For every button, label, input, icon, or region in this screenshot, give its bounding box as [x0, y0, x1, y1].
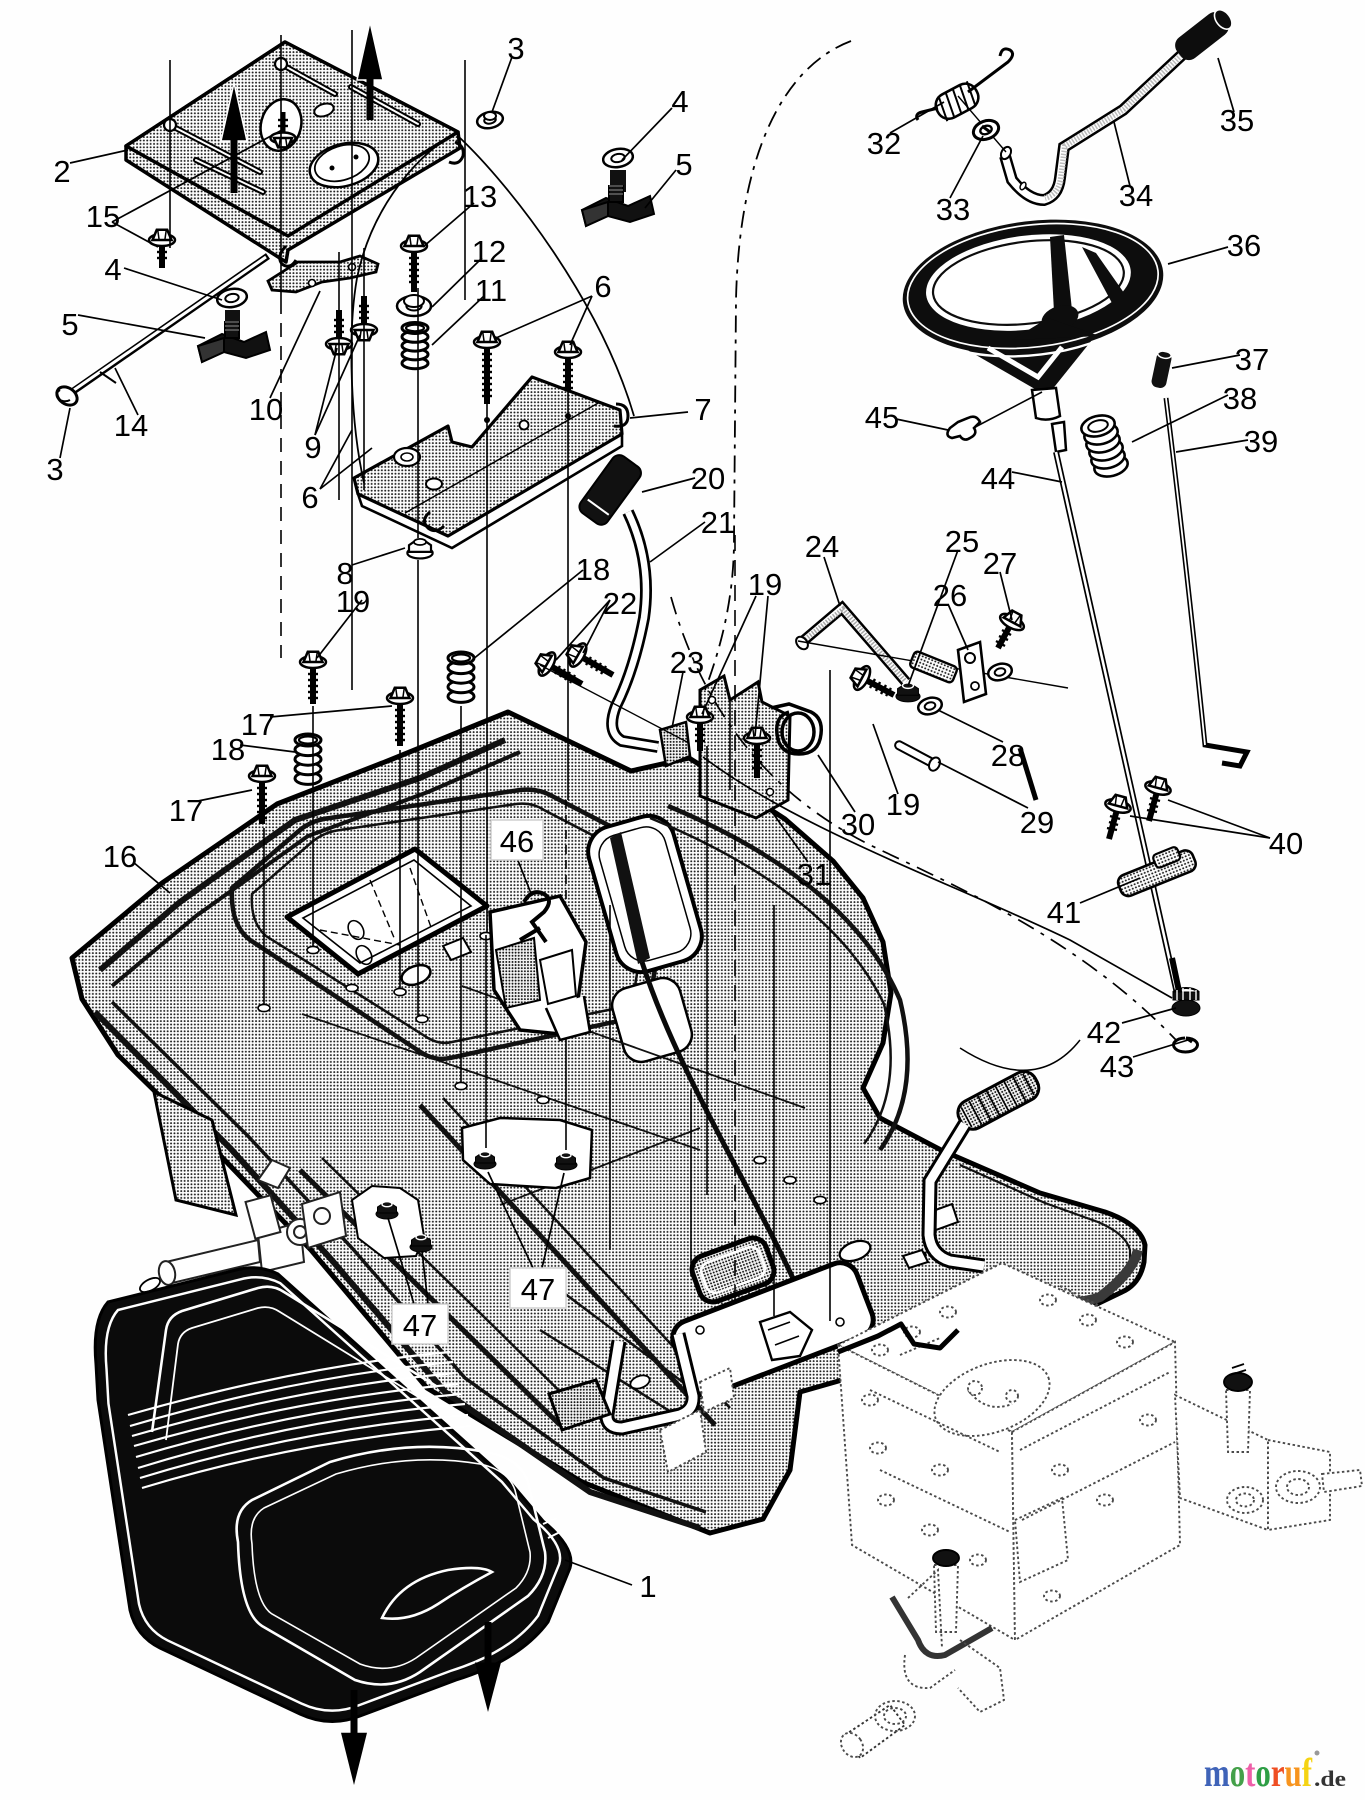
svg-text:38: 38 — [1223, 381, 1257, 416]
svg-text:40: 40 — [1269, 826, 1303, 861]
svg-text:10: 10 — [249, 392, 283, 427]
svg-text:motoruf: motoruf — [1204, 1750, 1313, 1795]
svg-text:34: 34 — [1119, 178, 1153, 213]
svg-text:21: 21 — [701, 505, 735, 540]
svg-text:36: 36 — [1227, 228, 1261, 263]
svg-text:5: 5 — [61, 307, 78, 342]
svg-text:19: 19 — [748, 567, 782, 602]
svg-text:.de: .de — [1314, 1766, 1346, 1791]
svg-text:2: 2 — [53, 154, 70, 189]
svg-text:42: 42 — [1087, 1015, 1121, 1050]
svg-text:12: 12 — [472, 234, 506, 269]
svg-text:13: 13 — [463, 179, 497, 214]
svg-text:3: 3 — [507, 31, 524, 66]
svg-text:37: 37 — [1235, 342, 1269, 377]
svg-text:28: 28 — [991, 738, 1025, 773]
svg-text:18: 18 — [576, 552, 610, 587]
svg-text:46: 46 — [500, 824, 534, 859]
svg-text:5: 5 — [675, 147, 692, 182]
svg-text:17: 17 — [241, 707, 275, 742]
svg-text:47: 47 — [521, 1272, 555, 1307]
svg-text:3: 3 — [46, 452, 63, 487]
svg-text:31: 31 — [797, 857, 831, 892]
svg-text:29: 29 — [1020, 805, 1054, 840]
svg-text:26: 26 — [933, 578, 967, 613]
svg-text:23: 23 — [670, 645, 704, 680]
svg-text:22: 22 — [603, 586, 637, 621]
svg-text:27: 27 — [983, 546, 1017, 581]
svg-text:33: 33 — [936, 192, 970, 227]
svg-text:16: 16 — [103, 839, 137, 874]
svg-text:4: 4 — [104, 252, 121, 287]
svg-text:25: 25 — [945, 524, 979, 559]
svg-text:47: 47 — [403, 1308, 437, 1343]
svg-text:43: 43 — [1100, 1049, 1134, 1084]
svg-text:6: 6 — [594, 269, 611, 304]
svg-text:18: 18 — [211, 732, 245, 767]
svg-text:30: 30 — [841, 807, 875, 842]
svg-text:4: 4 — [671, 84, 688, 119]
svg-text:9: 9 — [304, 430, 321, 465]
svg-text:19: 19 — [886, 787, 920, 822]
svg-text:8: 8 — [336, 556, 353, 591]
svg-text:35: 35 — [1220, 103, 1254, 138]
svg-text:7: 7 — [694, 392, 711, 427]
svg-text:1: 1 — [639, 1569, 656, 1604]
svg-text:39: 39 — [1244, 424, 1278, 459]
svg-text:45: 45 — [865, 400, 899, 435]
svg-text:41: 41 — [1047, 895, 1081, 930]
svg-text:19: 19 — [336, 584, 370, 619]
svg-text:11: 11 — [475, 273, 507, 308]
svg-text:6: 6 — [301, 480, 318, 515]
svg-text:44: 44 — [981, 461, 1015, 496]
svg-text:15: 15 — [86, 199, 120, 234]
svg-text:32: 32 — [867, 126, 901, 161]
svg-text:14: 14 — [114, 408, 148, 443]
svg-text:17: 17 — [169, 793, 203, 828]
svg-text:24: 24 — [805, 529, 839, 564]
svg-text:20: 20 — [691, 461, 725, 496]
